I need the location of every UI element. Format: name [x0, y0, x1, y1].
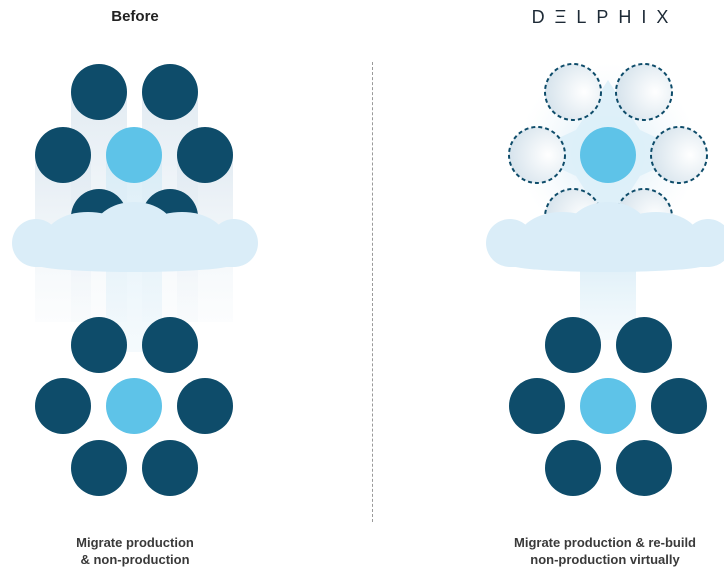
dark-node: [142, 440, 198, 496]
panel-divider: [372, 62, 373, 522]
dark-node: [616, 440, 672, 496]
right-caption-line1: Migrate production & re-build: [514, 535, 696, 550]
dark-node: [35, 378, 91, 434]
delphix-logo: DΞLPHIX: [531, 7, 679, 27]
light-node: [580, 127, 636, 183]
virtual-node: [650, 126, 708, 184]
light-node: [106, 127, 162, 183]
dark-node: [35, 127, 91, 183]
dark-node: [545, 440, 601, 496]
left-caption-line2: & non-production: [80, 552, 190, 567]
left-caption: Migrate production & non-production: [30, 534, 240, 568]
left-caption-line1: Migrate production: [76, 535, 194, 550]
light-node: [106, 378, 162, 434]
light-node: [580, 378, 636, 434]
right-virtual-cluster: [508, 63, 708, 246]
dark-node: [651, 378, 707, 434]
dark-node: [142, 317, 198, 373]
dark-node: [616, 317, 672, 373]
right-cloud: [486, 202, 724, 272]
dark-node: [71, 440, 127, 496]
dark-node: [142, 64, 198, 120]
right-caption: Migrate production & re-build non-produc…: [480, 534, 724, 568]
virtual-node: [544, 63, 602, 121]
dark-node: [177, 378, 233, 434]
left-cloud: [12, 202, 258, 272]
dark-node: [509, 378, 565, 434]
dark-node: [545, 317, 601, 373]
dark-node: [71, 317, 127, 373]
dark-node: [71, 64, 127, 120]
dark-node: [177, 127, 233, 183]
before-title: Before: [111, 8, 159, 25]
right-target-cluster: [509, 317, 707, 496]
left-target-cluster: [35, 317, 233, 496]
virtual-node: [508, 126, 566, 184]
right-caption-line2: non-production virtually: [530, 552, 680, 567]
virtual-node: [615, 63, 673, 121]
